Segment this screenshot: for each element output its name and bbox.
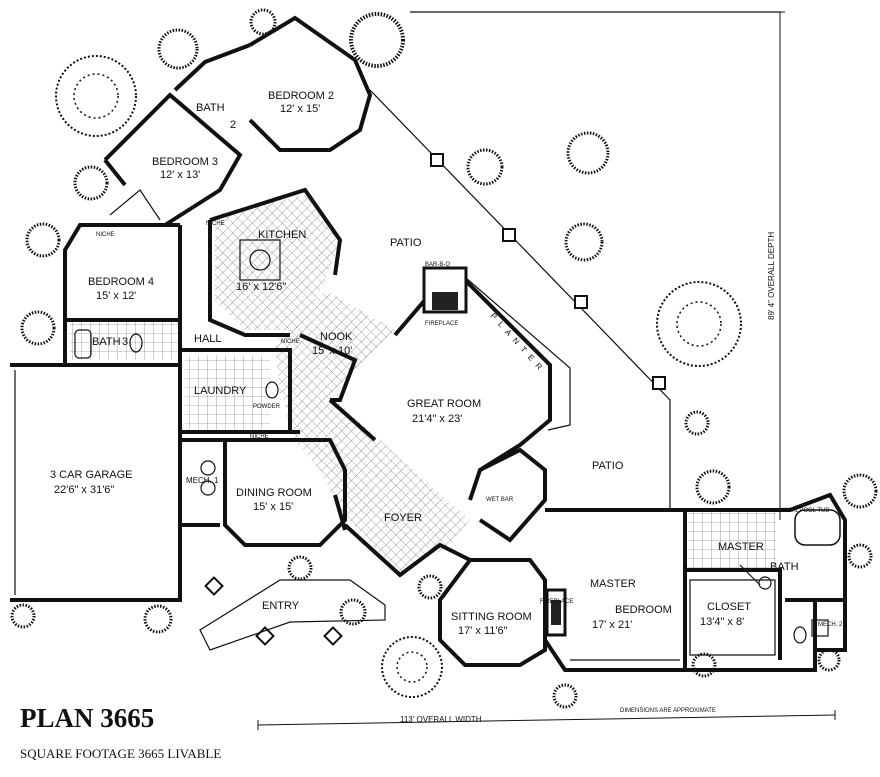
title-block: PLAN 3665 SQUARE FOOTAGE 3665 LIVABLE: [20, 703, 221, 761]
shrub-icon: [817, 648, 841, 672]
shrub-icon: [552, 683, 578, 709]
bath-2-num: 2: [230, 119, 236, 131]
dining-room-size: 15' x 15': [253, 501, 293, 513]
shrub-icon: [684, 410, 710, 436]
tree-icon: [381, 636, 443, 698]
nook-name: NOOK: [320, 331, 353, 343]
bath-3-num: 3: [122, 336, 128, 348]
planter-label: PLANTER: [489, 311, 548, 376]
foyer-name: FOYER: [384, 512, 422, 524]
bath-3-name: BATH: [92, 336, 121, 348]
shrub-icon: [20, 310, 56, 346]
shrub-icon: [349, 12, 405, 68]
room-labels: BEDROOM 2 12' x 15' BATH 2 BEDROOM 3 12'…: [50, 90, 843, 637]
closet-name: CLOSET: [707, 601, 751, 613]
closet-size: 13'4" x 8': [700, 616, 744, 628]
fireplace-label-1: FIREPLACE: [425, 321, 458, 327]
shrub-icon: [143, 604, 173, 634]
laundry-name: LAUNDRY: [194, 385, 247, 397]
master-bedroom-size: 17' x 21': [592, 619, 632, 631]
overall-depth-label: 89' 4" OVERALL DEPTH: [767, 232, 776, 320]
shrub-icon: [466, 148, 504, 186]
mech-1-name: MECH. 1: [186, 476, 219, 485]
master-bath-name: MASTER: [718, 541, 764, 553]
niche-label-1: NICHE: [96, 232, 115, 238]
shrub-icon: [287, 555, 313, 581]
patio-label-2: PATIO: [592, 460, 624, 472]
bedroom-4-size: 15' x 12': [96, 290, 136, 302]
shrub-icon: [73, 165, 109, 201]
dimension-labels: 113' OVERALL WIDTH DIMENSIONS ARE APPROX…: [400, 232, 776, 724]
shrub-icon: [25, 222, 61, 258]
sitting-room-name: SITTING ROOM: [451, 611, 532, 623]
powder-name: POWDER: [253, 404, 281, 410]
fixtures: [74, 239, 829, 644]
bedroom-4-name: BEDROOM 4: [88, 276, 154, 288]
shrub-icon: [691, 652, 717, 678]
misc-labels: PATIO PATIO PLANTER BAR-B-Q FIREPLACE FI…: [96, 221, 624, 605]
fireplace-label-2: FIREPLACE: [540, 599, 573, 605]
shrub-icon: [695, 469, 731, 505]
niche-label-4: NICHE: [250, 434, 269, 440]
bath-2-name: BATH: [196, 102, 225, 114]
shrub-icon: [417, 574, 443, 600]
plan-title: PLAN 3665: [20, 703, 154, 733]
overall-width-label: 113' OVERALL WIDTH: [400, 715, 482, 724]
patio-outline: [199, 11, 780, 651]
shrub-icon: [339, 598, 367, 626]
bbq-label: BAR-B-Q: [425, 262, 450, 268]
dimensions-note: DIMENSIONS ARE APPROXIMATE: [620, 708, 716, 714]
kitchen-name: KITCHEN: [258, 229, 306, 241]
tree-icon: [55, 55, 137, 137]
tile-floors: [70, 195, 776, 575]
niche-label-3: NICHE: [281, 339, 300, 345]
great-room-name: GREAT ROOM: [407, 398, 481, 410]
entry-name: ENTRY: [262, 600, 300, 612]
kitchen-size: 16' x 12'6": [236, 281, 286, 293]
mech-2-name: MECH. 2: [818, 622, 843, 628]
hall-name: HALL: [194, 333, 222, 345]
nook-size: 15' x 10': [312, 345, 352, 357]
shrub-icon: [566, 131, 610, 175]
patio-label-1: PATIO: [390, 237, 422, 249]
shrub-icon: [249, 8, 277, 36]
dining-room-name: DINING ROOM: [236, 487, 312, 499]
bedroom-3-name: BEDROOM 3: [152, 156, 218, 168]
garage-name: 3 CAR GARAGE: [50, 469, 133, 481]
master-bath-name-2: BATH: [770, 561, 799, 573]
tree-icon: [656, 281, 742, 367]
shrub-icon: [10, 603, 36, 629]
garage-size: 22'6" x 31'6": [54, 484, 114, 496]
bedroom-3-size: 12' x 13': [160, 169, 200, 181]
great-room-size: 21'4" x 23': [412, 413, 462, 425]
bedroom-2-size: 12' x 15': [280, 103, 320, 115]
landscape-trees: [10, 8, 878, 709]
niche-label-2: NICHE: [206, 221, 225, 227]
dimension-lines: [257, 11, 836, 730]
master-bedroom-name: MASTER: [590, 578, 636, 590]
shrub-icon: [157, 28, 199, 70]
shrub-icon: [847, 543, 873, 569]
wet-bar-name: WET BAR: [486, 497, 514, 503]
exterior-walls: [10, 15, 847, 672]
shrub-icon: [564, 222, 604, 262]
whirlpool-tub-label: WHIRLPOOL TUB: [780, 508, 829, 514]
bedroom-2-name: BEDROOM 2: [268, 90, 334, 102]
master-bedroom-name-2: BEDROOM: [615, 604, 672, 616]
sitting-room-size: 17' x 11'6": [458, 625, 508, 637]
shrub-icon: [842, 473, 878, 509]
square-footage: SQUARE FOOTAGE 3665 LIVABLE: [20, 746, 221, 761]
